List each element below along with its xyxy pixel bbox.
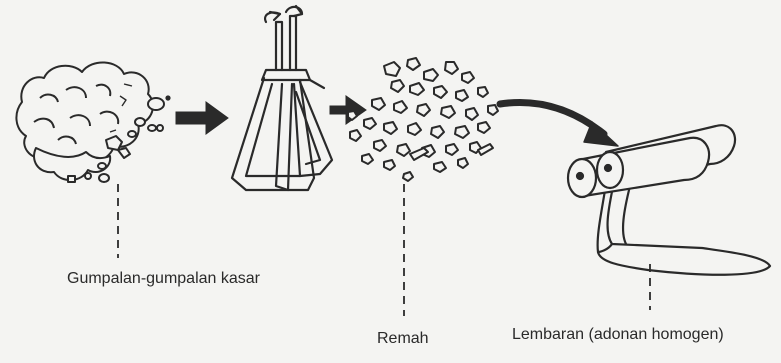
arrow-icon [330, 96, 366, 124]
arrow-icon [176, 102, 228, 134]
dough-lumps-icon [16, 62, 169, 182]
mixer-paddle-icon [232, 6, 332, 190]
arrow-icon [500, 102, 618, 146]
sheeting-rollers-icon [568, 125, 770, 275]
label-sheet: Lembaran (adonan homogen) [512, 326, 724, 344]
label-crumbs: Remah [377, 330, 429, 348]
label-coarse-lumps: Gumpalan-gumpalan kasar [67, 270, 260, 288]
crumbs-icon [348, 58, 498, 181]
